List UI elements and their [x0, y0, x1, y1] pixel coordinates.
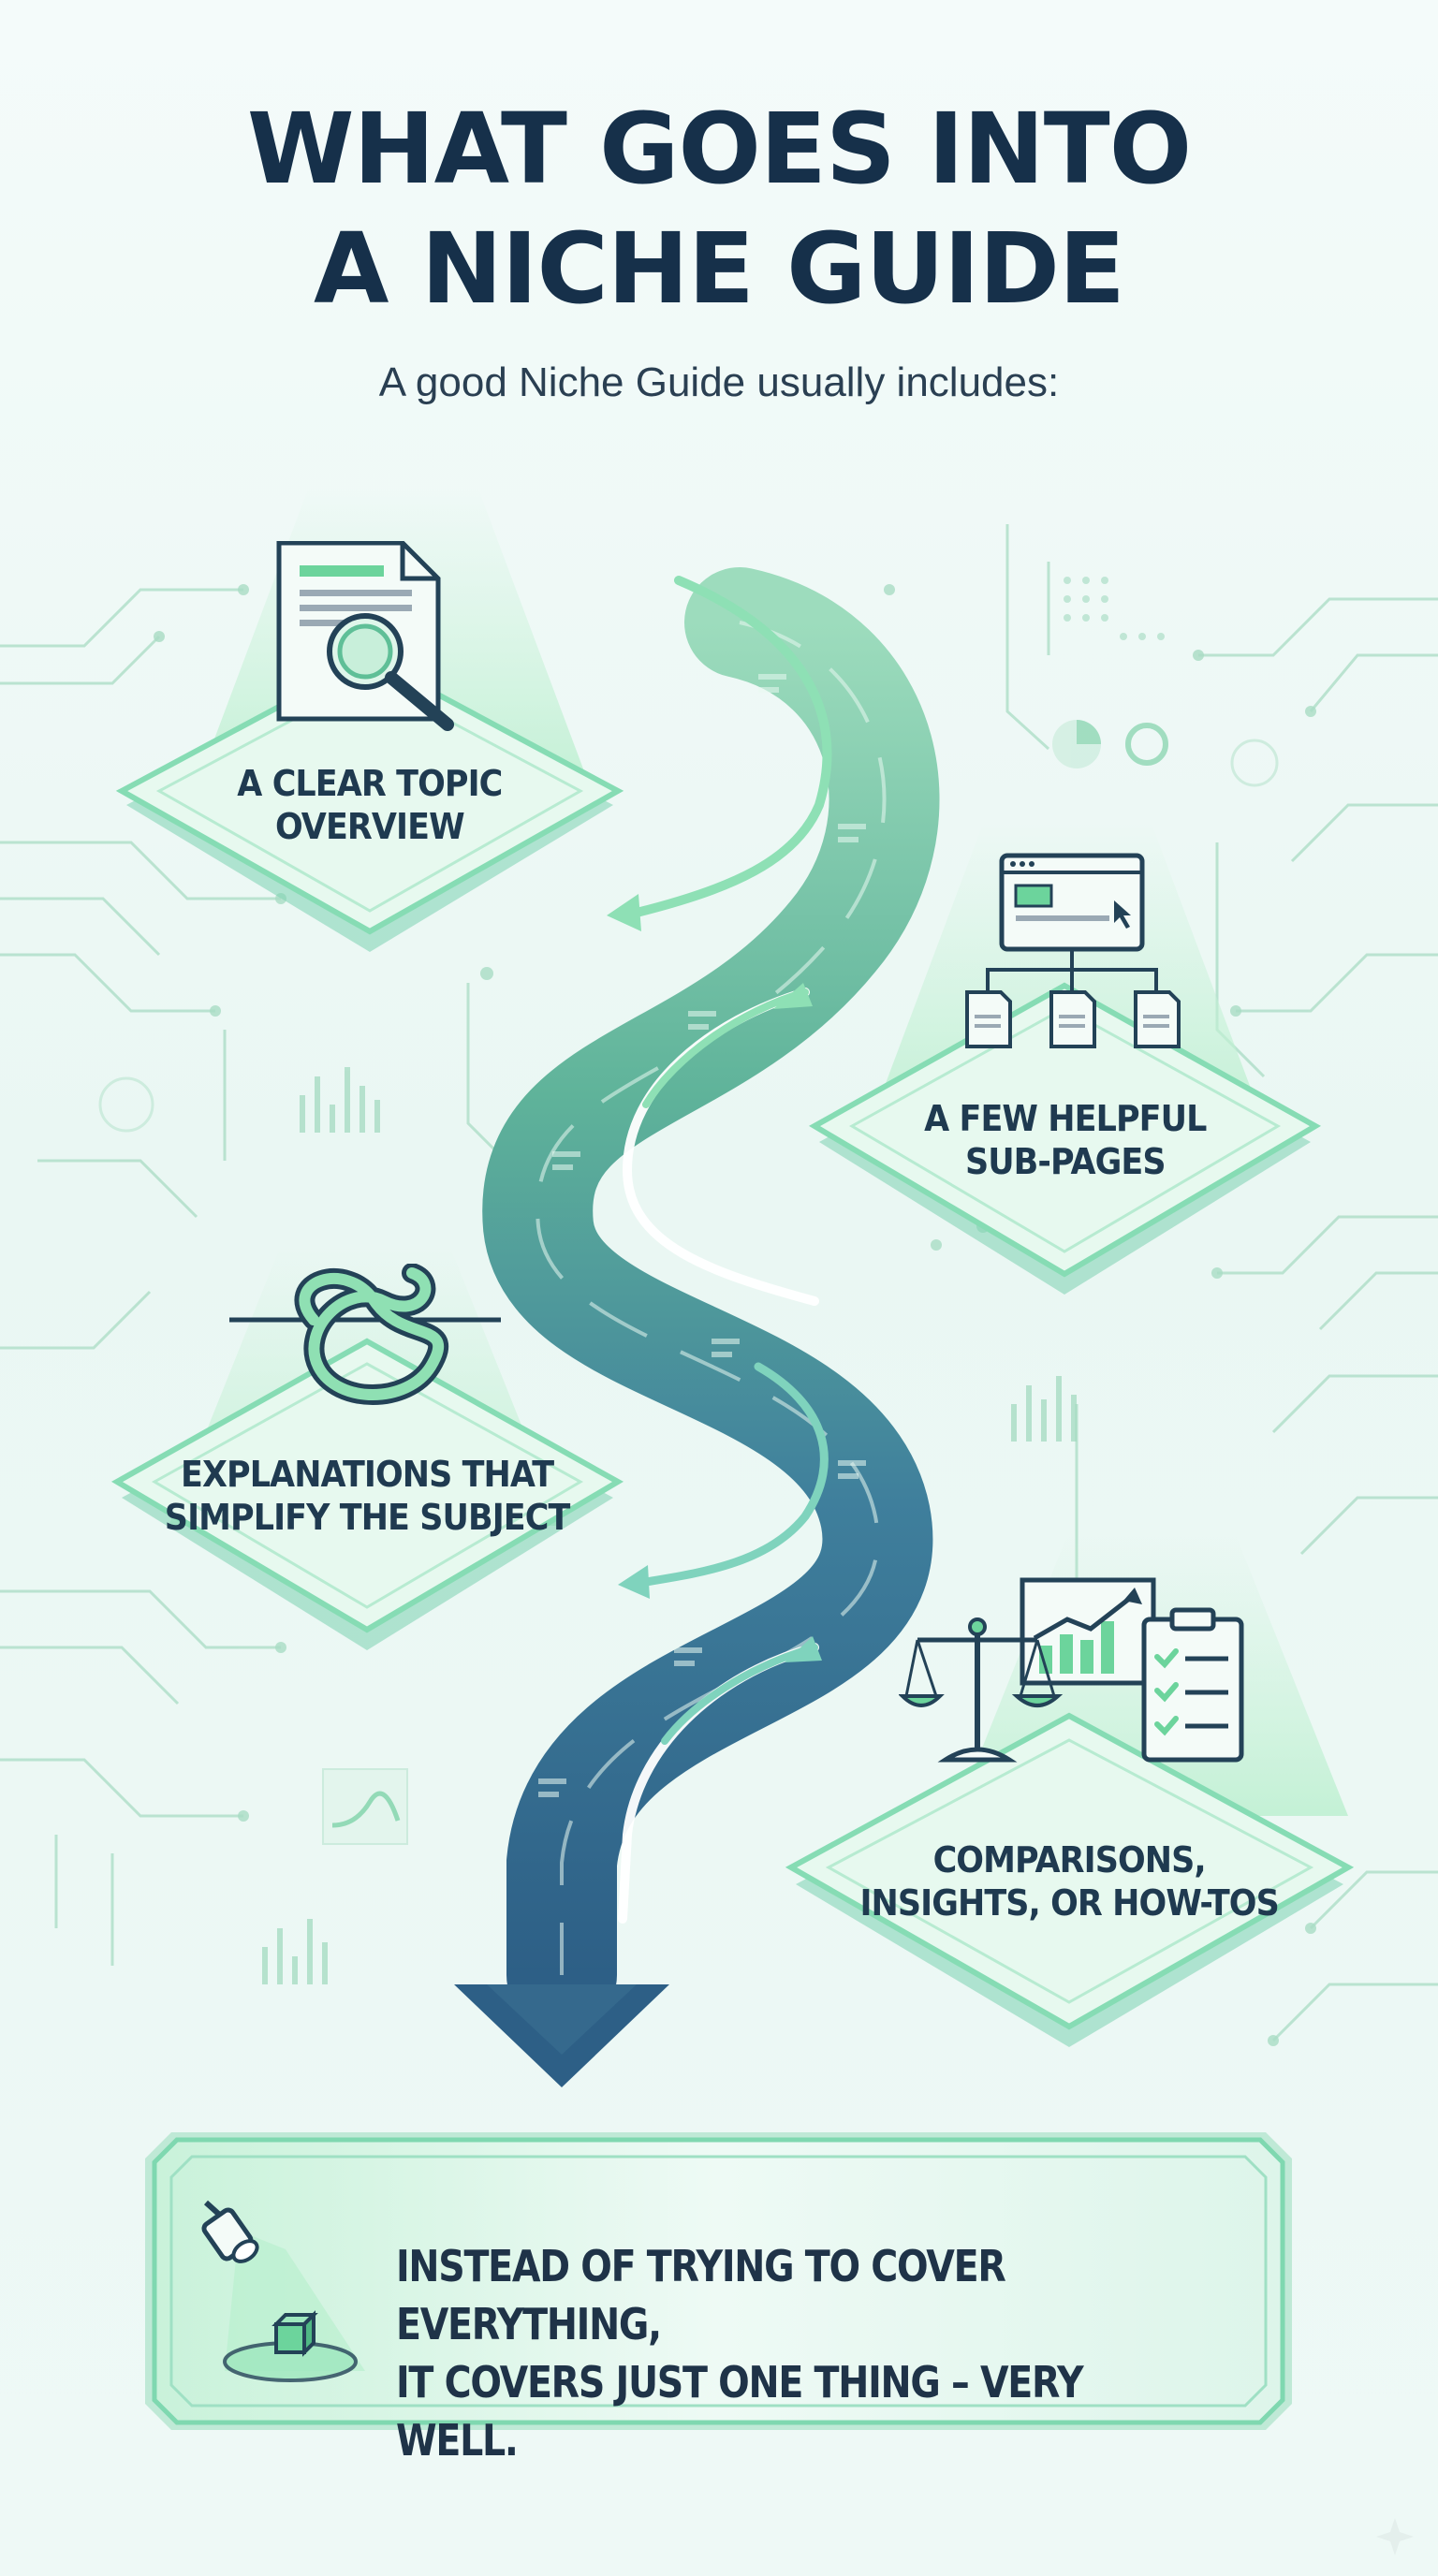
card-diamond — [808, 982, 1322, 1295]
card-label: A FEW HELPFUL SUB-PAGES — [923, 1097, 1207, 1182]
callout-line-1: INSTEAD OF TRYING TO COVER EVERYTHING, — [396, 2241, 1006, 2349]
page-title: WHAT GOES INTO A NICHE GUIDE — [0, 89, 1438, 329]
card-label: EXPLANATIONS THAT SIMPLIFY THE SUBJECT — [165, 1453, 571, 1538]
card-diamond — [115, 654, 624, 952]
subtitle: A good Niche Guide usually includes: — [378, 359, 1060, 405]
spotlight-cube-icon — [201, 2200, 365, 2382]
card-label: A CLEAR TOPIC OVERVIEW — [237, 763, 503, 847]
sitemap-pages-icon — [965, 853, 1181, 1048]
title-line-2: A NICHE GUIDE — [314, 212, 1125, 326]
card-sub-pages: A FEW HELPFUL SUB-PAGES — [800, 978, 1329, 1301]
callout-text: INSTEAD OF TRYING TO COVER EVERYTHING, I… — [396, 2237, 1169, 2469]
card-explanations: EXPLANATIONS THAT SIMPLIFY THE SUBJECT — [103, 1334, 632, 1657]
card-diamond — [110, 1338, 624, 1650]
callout-frame — [145, 2132, 1292, 2430]
knot-icon — [229, 1264, 501, 1405]
sparkle-icon — [1376, 2518, 1414, 2555]
card-diamond — [785, 1712, 1355, 2047]
callout-line-2: IT COVERS JUST ONE THING – VERY WELL. — [396, 2357, 1084, 2466]
title-line-1: WHAT GOES INTO — [246, 92, 1192, 206]
document-magnifier-icon — [276, 541, 454, 731]
card-label: COMPARISONS, INSIGHTS, OR HOW-TOS — [859, 1839, 1280, 1924]
scale-chart-checklist-icon — [899, 1577, 1244, 1763]
card-topic-overview: A CLEAR TOPIC OVERVIEW — [108, 651, 632, 959]
callout-banner: INSTEAD OF TRYING TO COVER EVERYTHING, I… — [145, 2132, 1292, 2466]
card-comparisons: COMPARISONS, INSIGHTS, OR HOW-TOS — [777, 1708, 1362, 2055]
